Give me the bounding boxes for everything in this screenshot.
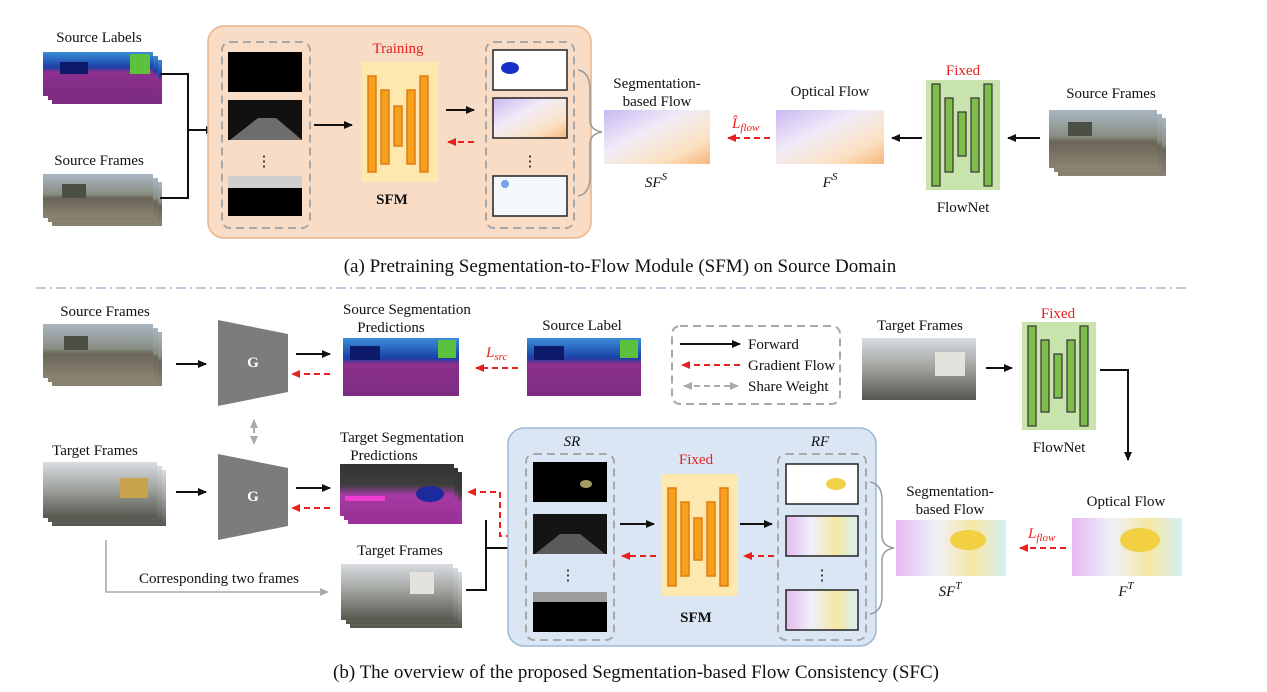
source-label-label: Source Label — [542, 318, 622, 334]
flow-loss-label-b: Lflow — [1027, 526, 1056, 544]
sr-group — [525, 453, 615, 641]
seg-input-group — [221, 41, 311, 229]
f-s-label: FS — [822, 171, 838, 191]
rf-image-1 — [785, 463, 859, 505]
fixed-label-a: Fixed — [946, 63, 981, 79]
flownet-module-b — [1022, 322, 1096, 430]
g-top-label: G — [247, 355, 259, 371]
brace-a — [577, 69, 603, 197]
optical-flow-label-b: Optical Flow — [1087, 494, 1166, 510]
sfm-label-a: SFM — [376, 192, 408, 208]
flownet-label-b: FlowNet — [1033, 440, 1086, 456]
corresponding-arrow — [105, 540, 329, 596]
flownet-label-a: FlowNet — [937, 200, 990, 216]
target-frames-right-label: Target Frames — [877, 318, 963, 334]
g-bottom-label: G — [247, 489, 259, 505]
source-seg-image — [343, 338, 459, 396]
sfm-module-a — [362, 62, 438, 182]
ellipsis-a2: ⋮ — [523, 154, 538, 170]
sfm-module-b — [662, 474, 738, 596]
sbf-label-a-1: Segmentation- — [613, 76, 700, 92]
optical-flow-image-a — [776, 110, 884, 164]
source-frames-left-images — [43, 174, 162, 226]
source-frames-left-label: Source Frames — [54, 153, 144, 169]
sr-label: SR — [564, 434, 581, 450]
rf-image-3 — [785, 589, 859, 631]
target-frames-left-label: Target Frames — [52, 443, 138, 459]
brace-b — [869, 481, 895, 615]
ellipsis-a1: ⋮ — [257, 154, 272, 170]
f-t-label: FT — [1117, 580, 1134, 600]
legend-share: Share Weight — [748, 379, 829, 395]
flownet-module-a — [926, 80, 1000, 190]
corresponding-label: Corresponding two frames — [139, 571, 299, 587]
ellipsis-b1: ⋮ — [561, 568, 576, 584]
sbf-label-b-1: Segmentation- — [906, 484, 993, 500]
sf-t-label: SFT — [939, 580, 963, 600]
rf-group — [777, 453, 867, 641]
arrow-flownet-down — [1100, 369, 1132, 461]
merge-bracket — [160, 73, 189, 199]
target-seg-label-1: Target Segmentation — [340, 430, 465, 446]
sf-s-label: SFS — [645, 171, 668, 191]
sbf-image-b — [896, 520, 1006, 576]
rf-label: RF — [810, 434, 830, 450]
optical-flow-label-a: Optical Flow — [791, 84, 870, 100]
source-frames-right-images — [1049, 110, 1166, 176]
target-seg-label-2: Predictions — [350, 448, 418, 464]
source-labels-label: Source Labels — [56, 30, 142, 46]
sfm-label-b: SFM — [680, 610, 712, 626]
legend-forward: Forward — [748, 337, 799, 353]
source-frames-b-label: Source Frames — [60, 304, 150, 320]
target-seg-images — [340, 464, 462, 524]
sr-image-1 — [533, 462, 607, 502]
src-loss-label: Lsrc — [485, 345, 507, 363]
flow-output-group — [485, 41, 575, 229]
caption-a: (a) Pretraining Segmentation-to-Flow Mod… — [344, 256, 897, 277]
training-title: Training — [372, 41, 424, 57]
fixed-label-b-top: Fixed — [1041, 306, 1076, 322]
target-frames-mid-label: Target Frames — [357, 543, 443, 559]
sbf-label-b-2: based Flow — [916, 502, 985, 518]
mid-merge-line — [466, 520, 487, 591]
ellipsis-b2: ⋮ — [815, 568, 830, 584]
source-frames-b-images — [43, 324, 162, 386]
legend-box — [671, 325, 841, 405]
source-seg-label-1: Source Segmentation — [343, 302, 471, 318]
optical-flow-image-b — [1072, 518, 1182, 576]
sbf-label-a-2: based Flow — [623, 94, 692, 110]
caption-b: (b) The overview of the proposed Segment… — [333, 662, 939, 683]
source-label-image — [527, 338, 641, 396]
fixed-label-b-mid: Fixed — [679, 452, 714, 468]
rf-image-2 — [785, 515, 859, 557]
legend-gradient: Gradient Flow — [748, 358, 835, 374]
source-seg-label-2: Predictions — [357, 320, 425, 336]
generator-bottom — [218, 454, 288, 540]
target-frames-right-image — [862, 338, 976, 400]
source-labels-images — [43, 52, 162, 104]
target-frames-left-images — [43, 462, 166, 526]
target-frames-mid-images — [341, 564, 462, 628]
seg-input-1 — [228, 52, 302, 92]
flow-output-2 — [492, 97, 568, 139]
flow-loss-label-a: L̂flow — [731, 116, 760, 134]
generator-top — [218, 320, 288, 406]
sbf-image-a — [604, 110, 710, 164]
source-frames-right-label: Source Frames — [1066, 86, 1156, 102]
